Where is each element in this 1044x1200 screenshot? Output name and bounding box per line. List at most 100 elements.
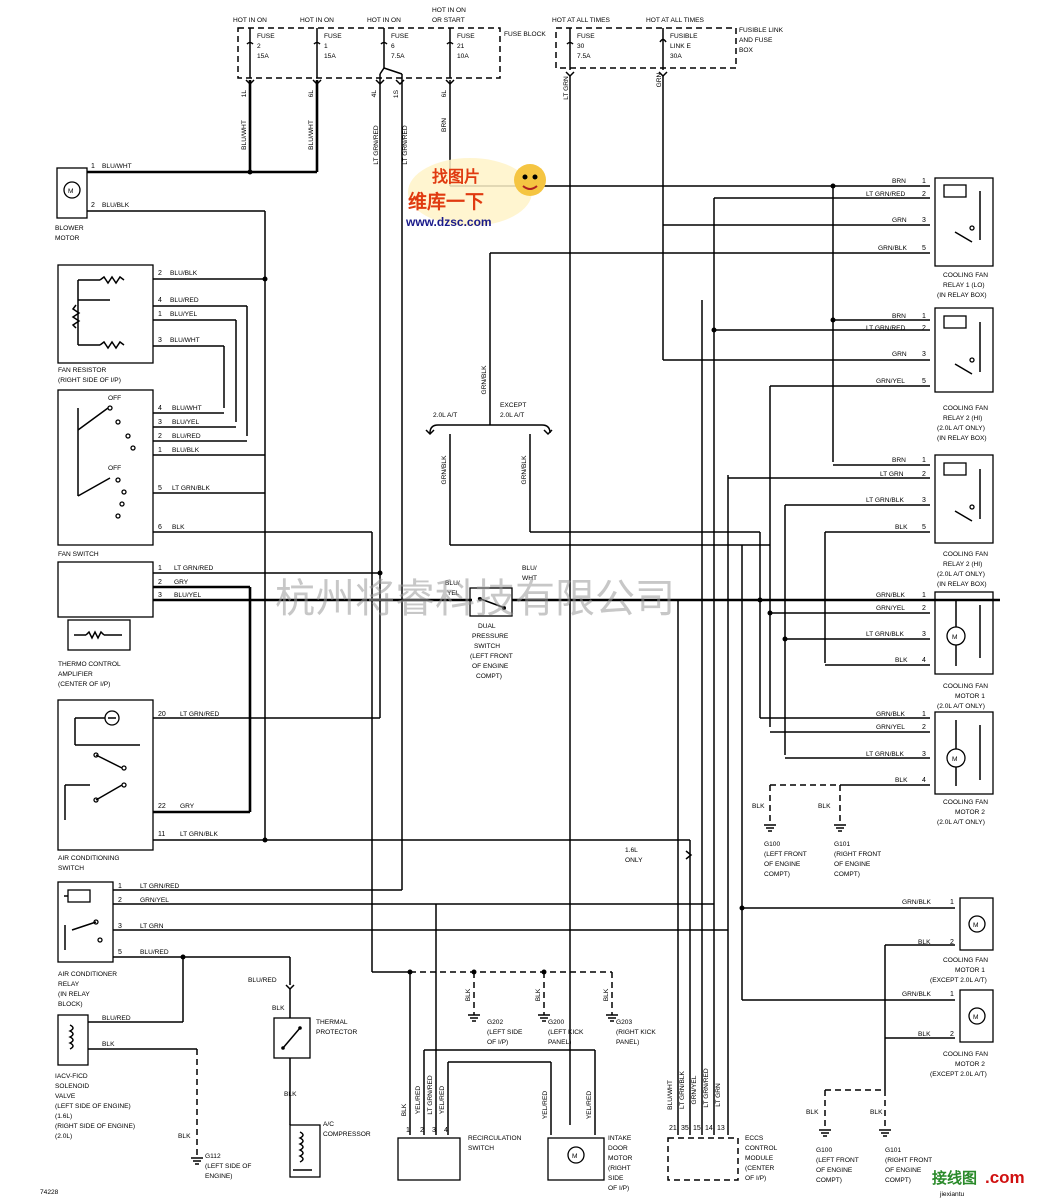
ground-g100-a: G100 (LEFT FRONT OF ENGINE COMPT) (764, 824, 807, 878)
cooling-fan-relay-2b: COOLING FAN RELAY 2 (HI) (2.0L A/T ONLY)… (934, 454, 994, 588)
svg-text:(1.6L): (1.6L) (55, 1113, 72, 1120)
svg-text:接线图: 接线图 (932, 1169, 977, 1187)
svg-text:WHT: WHT (522, 575, 537, 582)
svg-text:1: 1 (922, 178, 926, 185)
svg-text:BLK: BLK (535, 988, 542, 1001)
svg-text:2: 2 (922, 605, 926, 612)
svg-text:BLU/YEL: BLU/YEL (170, 311, 197, 318)
svg-text:FUSIBLE LINK: FUSIBLE LINK (739, 27, 784, 34)
svg-text:COMPT): COMPT) (764, 871, 790, 878)
eccs-control-module: ECCS CONTROL MODULE (CENTER OF I/P) (667, 1135, 778, 1182)
intake-door-motor: M INTAKE DOOR MOTOR (RIGHT SIDE OF I/P) (547, 1135, 633, 1192)
svg-text:2: 2 (91, 202, 95, 209)
svg-text:4: 4 (922, 777, 926, 784)
svg-text:FUSE: FUSE (391, 33, 409, 40)
svg-text:M: M (952, 634, 958, 641)
svg-text:COMPRESSOR: COMPRESSOR (323, 1131, 371, 1138)
svg-text:BLU/BLK: BLU/BLK (102, 202, 130, 209)
svg-text:A/C: A/C (323, 1121, 334, 1128)
svg-text:YEL/RED: YEL/RED (439, 1086, 446, 1114)
svg-text:RELAY: RELAY (58, 981, 80, 988)
svg-text:RECIRCULATION: RECIRCULATION (468, 1135, 522, 1142)
svg-text:BLK: BLK (172, 524, 185, 531)
svg-text:(LEFT FRONT: (LEFT FRONT (816, 1157, 859, 1164)
svg-text:RELAY 2 (HI): RELAY 2 (HI) (943, 561, 982, 568)
svg-text:LT GRN: LT GRN (563, 76, 570, 100)
cooling-fan-motor-1a: M COOLING FAN MOTOR 1 (2.0L A/T ONLY) (934, 591, 994, 710)
svg-text:OF ENGINE: OF ENGINE (472, 663, 509, 670)
thermal-protector: THERMAL PROTECTOR (273, 1017, 358, 1059)
svg-text:MOTOR: MOTOR (55, 235, 80, 242)
svg-text:1L: 1L (241, 90, 248, 98)
svg-text:.com: .com (985, 1168, 1025, 1187)
svg-text:5: 5 (922, 378, 926, 385)
svg-text:(IN RELAY: (IN RELAY (58, 991, 90, 998)
svg-text:MOTOR 2: MOTOR 2 (955, 1061, 985, 1068)
svg-text:(RIGHT SIDE OF ENGINE): (RIGHT SIDE OF ENGINE) (55, 1123, 135, 1130)
svg-text:GRN: GRN (892, 351, 907, 358)
svg-text:MOTOR 1: MOTOR 1 (955, 967, 985, 974)
svg-text:BLU/YEL: BLU/YEL (174, 592, 201, 599)
svg-text:BLU/WHT: BLU/WHT (172, 405, 202, 412)
svg-text:BLU/BLK: BLU/BLK (172, 447, 200, 454)
svg-text:1: 1 (324, 43, 328, 50)
svg-text:FUSE: FUSE (324, 33, 342, 40)
fan-switch: OFF OFF FAN SWITCH (57, 389, 154, 558)
svg-text:BLU/RED: BLU/RED (172, 433, 201, 440)
svg-text:4: 4 (922, 657, 926, 664)
svg-text:SIDE: SIDE (608, 1175, 624, 1182)
svg-text:FUSIBLE: FUSIBLE (670, 33, 698, 40)
svg-text:7.5A: 7.5A (391, 53, 405, 60)
iacv-ficd-solenoid: IACV-FICD SOLENOID VALVE (LEFT SIDE OF E… (55, 1014, 135, 1140)
air-conditioner-relay: AIR CONDITIONER RELAY (IN RELAY BLOCK) (57, 881, 117, 1008)
svg-text:SOLENOID: SOLENOID (55, 1083, 89, 1090)
svg-text:LT GRN/BLK: LT GRN/BLK (866, 631, 904, 638)
svg-text:OFF: OFF (108, 465, 121, 472)
svg-text:ENGINE): ENGINE) (205, 1173, 232, 1180)
svg-text:HOT IN ON: HOT IN ON (432, 7, 466, 14)
svg-text:2.0L A/T: 2.0L A/T (500, 412, 524, 419)
svg-text:BLU/RED: BLU/RED (102, 1015, 131, 1022)
watermark: 杭州将睿科技有限公司 (275, 576, 675, 622)
svg-text:BLU/RED: BLU/RED (170, 297, 199, 304)
blower-motor: M BLOWER MOTOR (55, 167, 88, 242)
svg-text:2: 2 (922, 191, 926, 198)
svg-text:GRN/BLK: GRN/BLK (878, 245, 908, 252)
svg-text:(RIGHT: (RIGHT (608, 1165, 631, 1172)
svg-text:jiexiantu: jiexiantu (939, 1191, 965, 1198)
svg-text:1: 1 (158, 311, 162, 318)
svg-text:(IN RELAY BOX): (IN RELAY BOX) (937, 292, 987, 299)
svg-text:BLU/: BLU/ (445, 580, 460, 587)
svg-text:BLU/RED: BLU/RED (140, 949, 169, 956)
svg-text:1: 1 (91, 163, 95, 170)
svg-text:BLU/WHT: BLU/WHT (170, 337, 200, 344)
svg-text:COOLING FAN: COOLING FAN (943, 405, 988, 412)
cooling-fan-motor-1b: M COOLING FAN MOTOR 1 (EXCEPT 2.0L A/T) (930, 897, 994, 984)
svg-text:2: 2 (158, 433, 162, 440)
svg-text:2: 2 (922, 724, 926, 731)
air-conditioning-switch: AIR CONDITIONING SWITCH (57, 699, 154, 872)
svg-text:3: 3 (922, 217, 926, 224)
svg-text:BLK: BLK (918, 939, 931, 946)
svg-text:G101: G101 (885, 1147, 901, 1154)
svg-text:2: 2 (118, 897, 122, 904)
svg-text:3: 3 (118, 923, 122, 930)
svg-text:(CENTER: (CENTER (745, 1165, 775, 1172)
svg-text:M: M (973, 1014, 979, 1021)
jiexiantu-mark: 接线图 .com jiexiantu (932, 1168, 1025, 1198)
svg-text:(2.0L A/T ONLY): (2.0L A/T ONLY) (937, 425, 985, 432)
svg-text:M: M (572, 1153, 578, 1160)
svg-text:21: 21 (457, 43, 465, 50)
svg-text:ONLY: ONLY (625, 857, 643, 864)
svg-text:LT GRN: LT GRN (140, 923, 164, 930)
svg-text:LT GRN/RED: LT GRN/RED (866, 191, 906, 198)
svg-text:20: 20 (158, 711, 166, 718)
svg-text:FUSE BLOCK: FUSE BLOCK (504, 31, 546, 38)
svg-text:M: M (952, 756, 958, 763)
svg-text:MOTOR 2: MOTOR 2 (955, 809, 985, 816)
svg-text:RELAY 2 (HI): RELAY 2 (HI) (943, 415, 982, 422)
svg-text:G100: G100 (816, 1147, 832, 1154)
svg-text:2: 2 (922, 471, 926, 478)
svg-text:(EXCEPT 2.0L A/T): (EXCEPT 2.0L A/T) (930, 977, 987, 984)
svg-text:LT GRN/RED: LT GRN/RED (703, 1068, 710, 1108)
